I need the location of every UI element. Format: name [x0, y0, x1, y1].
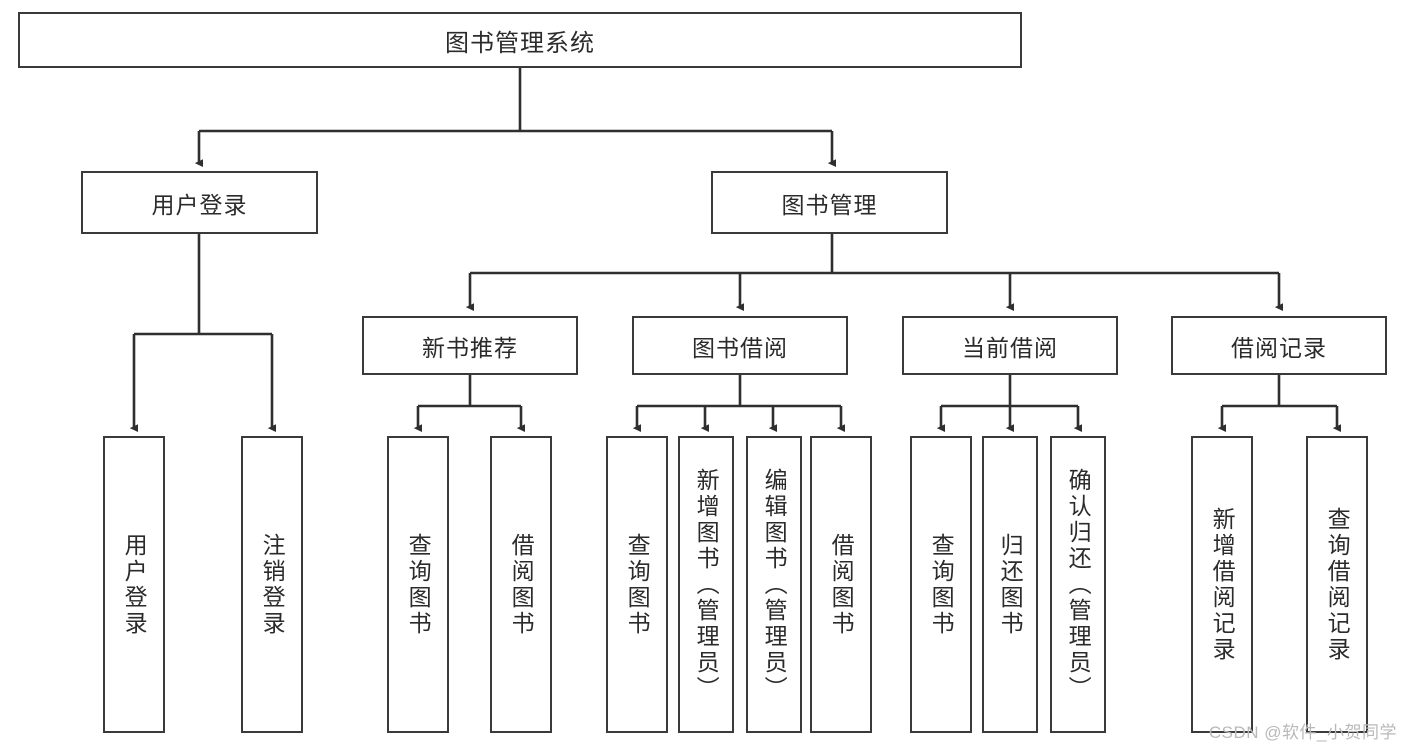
node-user-login[interactable]: 用户登录 — [81, 171, 318, 234]
leaf-query-book-borrow[interactable]: 查询图书 — [606, 436, 668, 733]
node-label: 借阅图书 — [508, 532, 535, 637]
leaf-query-borrow-record[interactable]: 查询借阅记录 — [1306, 436, 1368, 733]
leaf-add-borrow-record[interactable]: 新增借阅记录 — [1191, 436, 1253, 733]
leaf-borrow-book[interactable]: 借阅图书 — [810, 436, 872, 733]
leaf-confirm-return-admin[interactable]: 确认归还（管理员） — [1050, 436, 1106, 733]
node-label: 新增图书（管理员） — [693, 467, 720, 702]
node-label: 图书管理系统 — [445, 29, 595, 57]
node-label: 确认归还（管理员） — [1065, 467, 1092, 702]
node-root-book-management-system[interactable]: 图书管理系统 — [18, 12, 1022, 68]
node-label: 当前借阅 — [962, 334, 1058, 361]
node-new-book-recommend[interactable]: 新书推荐 — [362, 316, 578, 375]
node-book-management[interactable]: 图书管理 — [711, 171, 948, 234]
node-label: 图书借阅 — [692, 334, 788, 361]
leaf-user-logout[interactable]: 注销登录 — [241, 436, 303, 733]
node-label: 用户登录 — [151, 191, 248, 218]
node-borrow-record[interactable]: 借阅记录 — [1171, 316, 1387, 375]
node-current-borrow[interactable]: 当前借阅 — [902, 316, 1118, 375]
leaf-user-login[interactable]: 用户登录 — [103, 436, 165, 733]
node-label: 用户登录 — [121, 532, 148, 637]
node-label: 查询借阅记录 — [1324, 506, 1351, 663]
node-label: 查询图书 — [405, 532, 432, 637]
node-label: 编辑图书（管理员） — [761, 467, 788, 702]
leaf-return-book[interactable]: 归还图书 — [982, 436, 1038, 733]
node-label: 图书管理 — [781, 191, 878, 218]
leaf-query-book-current[interactable]: 查询图书 — [910, 436, 972, 733]
node-book-borrow[interactable]: 图书借阅 — [632, 316, 848, 375]
node-label: 查询图书 — [624, 532, 651, 637]
node-label: 借阅记录 — [1231, 334, 1327, 361]
leaf-edit-book-admin[interactable]: 编辑图书（管理员） — [746, 436, 802, 733]
watermark-text: CSDN @软件_小贺同学 — [1208, 723, 1397, 742]
node-label: 借阅图书 — [828, 532, 855, 637]
node-label: 归还图书 — [997, 532, 1024, 637]
leaf-borrow-book-recommend[interactable]: 借阅图书 — [490, 436, 552, 733]
leaf-add-book-admin[interactable]: 新增图书（管理员） — [678, 436, 734, 733]
node-label: 注销登录 — [259, 532, 286, 637]
node-label: 查询图书 — [928, 532, 955, 637]
node-label: 新书推荐 — [422, 334, 518, 361]
node-label: 新增借阅记录 — [1209, 506, 1236, 663]
leaf-query-book-recommend[interactable]: 查询图书 — [387, 436, 449, 733]
